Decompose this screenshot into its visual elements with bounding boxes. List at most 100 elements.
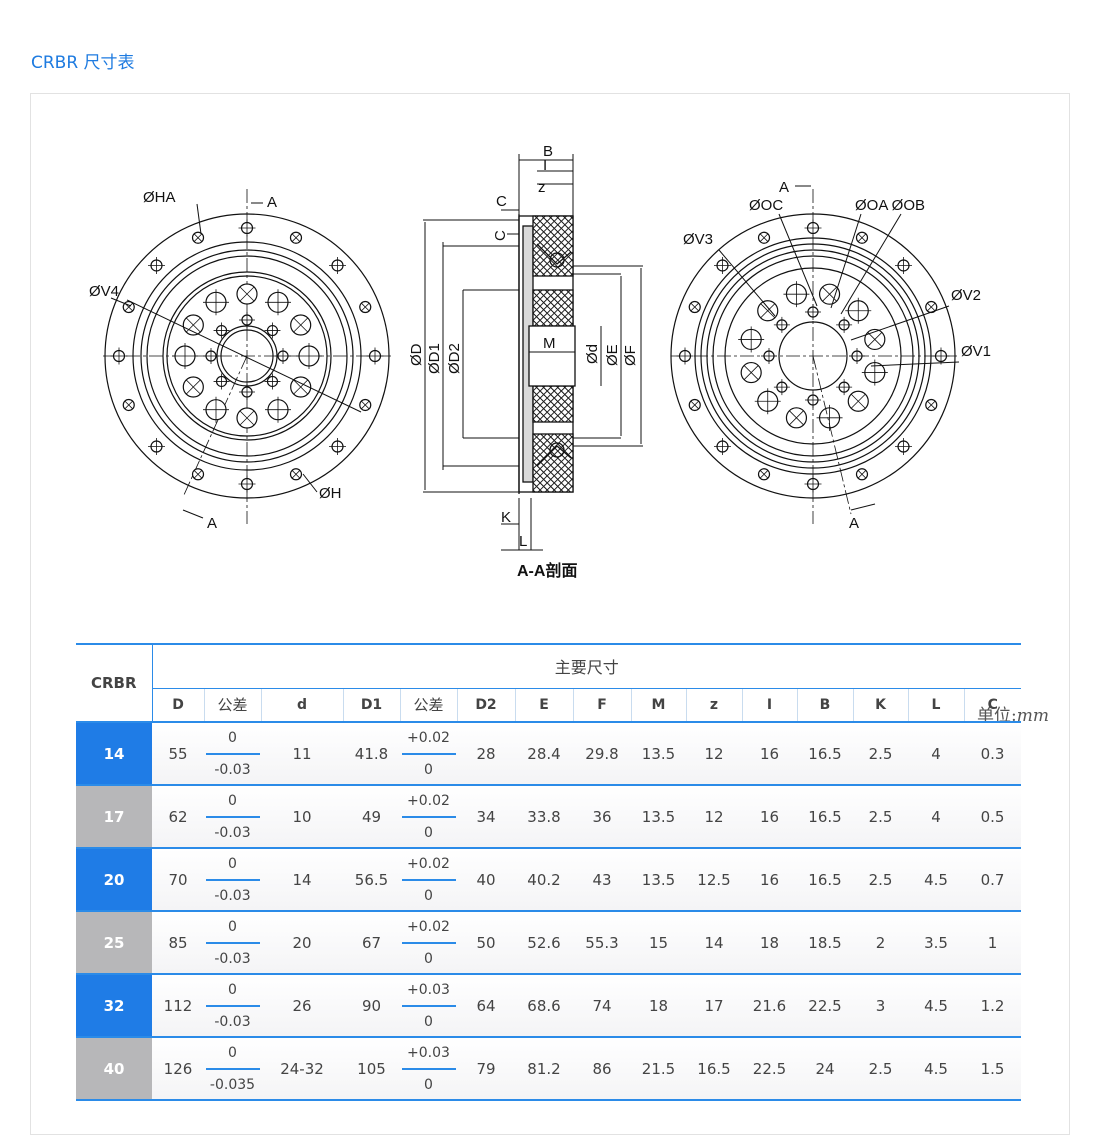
value-cell: 126 <box>152 1037 204 1101</box>
value-cell: 2.5 <box>853 1037 908 1101</box>
value-cell: 16.5 <box>797 848 853 912</box>
column-header: d <box>261 688 344 723</box>
svg-text:ØD: ØD <box>408 343 425 366</box>
value-cell: 20 <box>261 911 343 975</box>
tolerance-lower: -0.03 <box>214 887 251 904</box>
value-cell: 4.5 <box>908 848 964 912</box>
tolerance-upper: 0 <box>205 727 260 755</box>
value-cell: 62 <box>152 785 204 849</box>
value-cell: 79 <box>457 1037 515 1101</box>
model-cell: 14 <box>76 722 152 786</box>
svg-text:z: z <box>538 179 546 196</box>
section-view-a-a <box>518 214 576 494</box>
corner-header: CRBR <box>76 643 153 723</box>
tolerance-lower: 0 <box>424 1076 433 1093</box>
svg-text:ØD2: ØD2 <box>446 343 463 374</box>
left-labels: ØHA A ØV4 ØH A <box>89 189 342 532</box>
tolerance-cell: 0 -0.03 <box>204 848 261 912</box>
value-cell: 0.3 <box>964 722 1022 786</box>
value-cell: 40 <box>457 848 515 912</box>
value-cell: 56.5 <box>343 848 400 912</box>
svg-text:Ød: Ød <box>584 344 601 364</box>
value-cell: 70 <box>152 848 204 912</box>
value-cell: 67 <box>343 911 400 975</box>
value-cell: 16 <box>742 785 797 849</box>
tolerance-lower: -0.03 <box>214 761 251 778</box>
value-cell: 4 <box>908 722 964 786</box>
svg-text:L: L <box>519 533 527 550</box>
value-cell: 13.5 <box>631 722 686 786</box>
tolerance-lower: -0.03 <box>214 1013 251 1030</box>
value-cell: 55 <box>152 722 204 786</box>
svg-text:A: A <box>267 194 277 211</box>
tolerance-lower: -0.03 <box>214 824 251 841</box>
tolerance-upper: 0 <box>205 916 260 944</box>
tolerance-lower: -0.03 <box>214 950 251 967</box>
group-header: 主要尺寸 <box>152 643 1022 689</box>
value-cell: 13.5 <box>631 848 686 912</box>
tolerance-cell: 0-0.035 <box>204 1037 261 1101</box>
tolerance-upper: 0 <box>205 790 260 818</box>
value-cell: 33.8 <box>515 785 573 849</box>
svg-text:ØV4: ØV4 <box>89 283 119 300</box>
value-cell: 55.3 <box>573 911 631 975</box>
value-cell: 28.4 <box>515 722 573 786</box>
tolerance-lower: 0 <box>424 761 433 778</box>
value-cell: 40.2 <box>515 848 573 912</box>
svg-text:A: A <box>207 515 217 532</box>
column-header: D <box>152 688 205 723</box>
tolerance-lower: 0 <box>424 824 433 841</box>
value-cell: 2.5 <box>853 848 908 912</box>
value-cell: 10 <box>261 785 343 849</box>
value-cell: 4.5 <box>908 1037 964 1101</box>
column-header: I <box>742 688 798 723</box>
value-cell: 15 <box>631 911 686 975</box>
tolerance-upper: 0 <box>205 853 260 881</box>
tolerance-upper: +0.02 <box>401 853 456 881</box>
tolerance-cell: 0 -0.03 <box>204 911 261 975</box>
column-header: 公差 <box>204 688 262 723</box>
value-cell: 16 <box>742 848 797 912</box>
value-cell: 85 <box>152 911 204 975</box>
svg-text:ØOA ØOB: ØOA ØOB <box>855 197 925 214</box>
model-cell: 32 <box>76 974 152 1038</box>
svg-text:ØV1: ØV1 <box>961 343 991 360</box>
value-cell: 12 <box>686 785 742 849</box>
svg-text:ØF: ØF <box>622 345 639 366</box>
column-header: M <box>631 688 687 723</box>
value-cell: 34 <box>457 785 515 849</box>
column-header: E <box>515 688 574 723</box>
column-header: z <box>686 688 743 723</box>
value-cell: 22.5 <box>742 1037 797 1101</box>
value-cell: 2.5 <box>853 722 908 786</box>
tolerance-upper: +0.03 <box>401 1042 456 1070</box>
value-cell: 81.2 <box>515 1037 573 1101</box>
value-cell: 18.5 <box>797 911 853 975</box>
model-cell: 17 <box>76 785 152 849</box>
value-cell: 36 <box>573 785 631 849</box>
value-cell: 16.5 <box>797 785 853 849</box>
value-cell: 3 <box>853 974 908 1038</box>
value-cell: 16.5 <box>797 722 853 786</box>
svg-text:A: A <box>779 179 789 196</box>
column-header: C <box>964 688 1022 723</box>
value-cell: 13.5 <box>631 785 686 849</box>
value-cell: 50 <box>457 911 515 975</box>
tolerance-cell: +0.03 0 <box>400 1037 457 1101</box>
value-cell: 21.6 <box>742 974 797 1038</box>
value-cell: 0.7 <box>964 848 1022 912</box>
value-cell: 1.5 <box>964 1037 1022 1101</box>
svg-text:C: C <box>492 230 509 241</box>
section-labels: B I z C C ØD ØD1 ØD2 M Ød ØE ØF K L A-A剖… <box>408 143 639 580</box>
value-cell: 2.5 <box>853 785 908 849</box>
value-cell: 24-32 <box>261 1037 343 1101</box>
value-cell: 4 <box>908 785 964 849</box>
svg-text:ØOC: ØOC <box>749 197 783 214</box>
value-cell: 29.8 <box>573 722 631 786</box>
value-cell: 74 <box>573 974 631 1038</box>
